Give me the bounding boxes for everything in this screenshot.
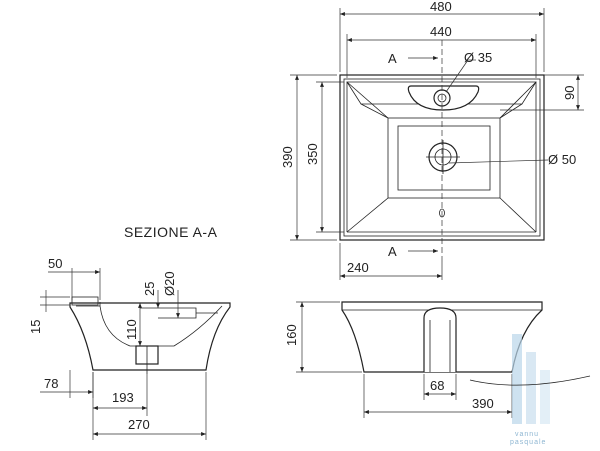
watermark-bar-2 [526,352,536,424]
dim-front-height: 160 [284,324,299,346]
dim-front-base-width: 390 [472,396,494,411]
dim-overflow-diameter-section: Ø20 [162,271,177,296]
overflow-channel [140,307,197,319]
section-title: SEZIONE A-A [124,224,218,240]
front-view: 160 68 390 [284,301,543,418]
watermark-bar-1 [512,334,522,424]
top-view: A A 480 440 Ø 35 90 Ø 50 390 350 [280,0,584,280]
dim-overflow-offset: 90 [562,86,577,100]
bowl-bottom-inner [397,125,491,191]
dim-drain-diameter: Ø 50 [548,152,576,167]
bowl-bottom-outer [387,117,501,199]
dim-width-inner: 440 [430,24,452,39]
dim-drain-offset: 240 [347,260,369,275]
rim-detail [71,296,99,306]
section-mark-bottom: A [388,244,397,259]
section-mark-top: A [388,51,397,66]
dim-total-width: 270 [128,417,150,432]
section-view: SEZIONE A-A 50 15 25 Ø20 110 [28,224,231,440]
overflow-slot [407,85,480,111]
dim-rim: 50 [48,256,62,271]
dim-overflow-diameter: Ø 35 [464,50,492,65]
dim-height-inner: 350 [305,143,320,165]
watermark-line2: pasquale [510,439,546,446]
dim-front-drain-width: 68 [430,378,444,393]
watermark-line1: vannu [515,431,539,438]
watermark-bar-3 [540,370,550,424]
front-drain-opening [423,307,457,372]
dim-height-outer: 390 [280,146,295,168]
dim-rim-thickness: 15 [28,320,43,334]
dim-width-outer: 480 [430,0,452,14]
section-outline [69,302,231,371]
dim-base-offset: 78 [44,376,58,391]
dim-overflow-height: 25 [142,282,157,296]
dim-drain-position: 193 [112,390,134,405]
dim-depth: 110 [124,319,139,340]
watermark: vannu pasquale [469,334,591,446]
